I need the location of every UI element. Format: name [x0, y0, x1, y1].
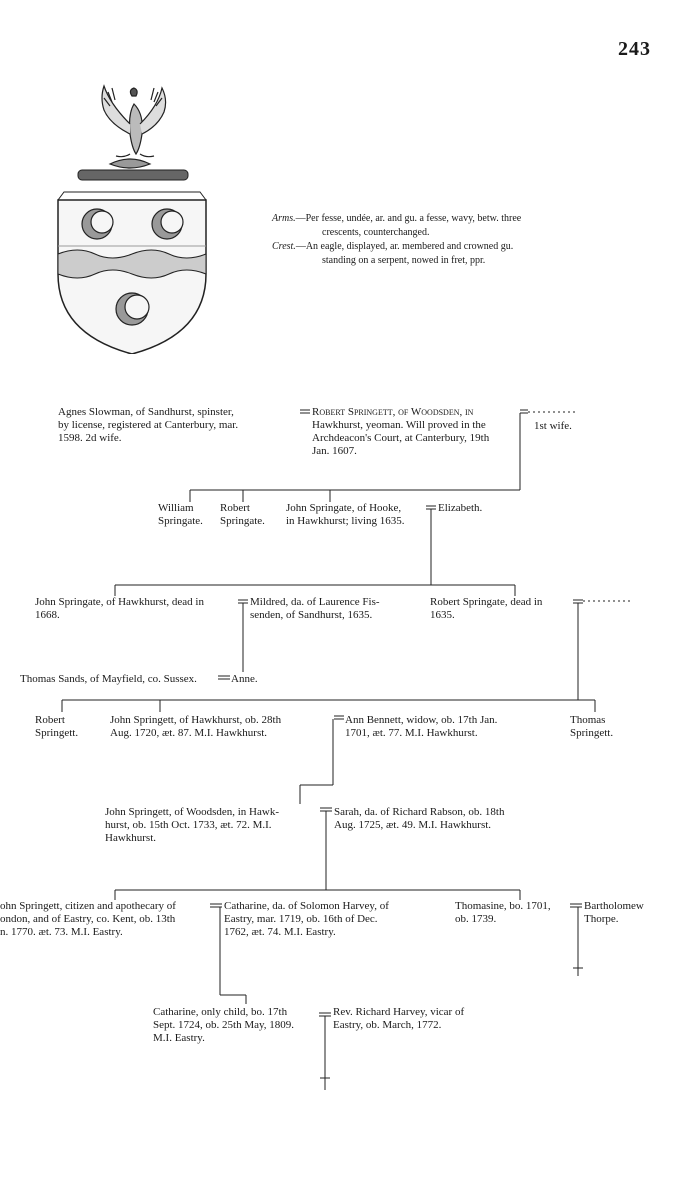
arms-description: Arms.—Per fesse, undée, ar. and gu. a fe… [272, 212, 572, 268]
crest-text-1: —An eagle, displayed, ar. membered and c… [295, 241, 514, 252]
arms-label: Arms. [272, 213, 296, 224]
arms-text-1: —Per fesse, undée, ar. and gu. a fesse, … [295, 213, 522, 224]
person-john-springate-hooke: John Springate, of Hooke,in Hawkhurst; l… [286, 502, 405, 527]
person-thomasine: Thomasine, bo. 1701,ob. 1739. [455, 900, 551, 925]
arms-text-2: crescents, counterchanged. [322, 227, 430, 238]
first-wife-label: 1st wife. [534, 420, 572, 432]
eagle-crest-icon [101, 84, 167, 169]
person-anne: Anne. [231, 673, 258, 685]
page-number: 243 [618, 38, 651, 60]
person-john-springett-apothecary: ohn Springett, citizen and apothecary of… [0, 900, 176, 938]
person-mildred: Mildred, da. of Laurence Fis-senden, of … [250, 596, 380, 621]
person-john-springett-1733: John Springett, of Woodsden, in Hawk-hur… [105, 806, 279, 844]
coat-of-arms-icon [57, 84, 207, 354]
person-agnes-slowman: Agnes Slowman, of Sandhurst, spinster,by… [58, 406, 239, 444]
person-ann-bennett: Ann Bennett, widow, ob. 17th Jan.1701, æ… [345, 714, 498, 739]
crest-text-2: standing on a serpent, nowed in fret, pp… [322, 255, 486, 266]
person-elizabeth: Elizabeth. [438, 502, 483, 514]
crest-label: Crest. [272, 241, 296, 252]
person-thomas-sands: Thomas Sands, of Mayfield, co. Sussex. [20, 673, 197, 685]
